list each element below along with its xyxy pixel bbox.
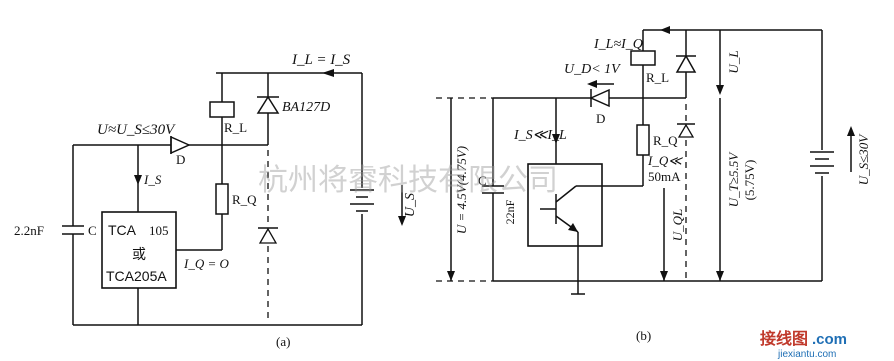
arrow-u-b [447, 271, 455, 281]
arrow-uql [660, 271, 668, 281]
logo-url: jiexiantu.com [777, 349, 836, 360]
resistor-rq-b [636, 124, 650, 156]
resistor-rq-a [215, 183, 229, 215]
label-is-il: I_S≪I_L [513, 128, 567, 143]
arrow-il-b [660, 26, 670, 34]
label-ud: U_D< 1V [564, 62, 621, 77]
caption-b: (b) [636, 328, 651, 343]
logo-suffix: .com [812, 331, 847, 348]
label-iq-a: I_Q = O [183, 256, 229, 271]
label-ut: U_T≥5.5V [726, 151, 741, 208]
ic-line1: TCA [108, 222, 137, 238]
label-c-b: C [478, 173, 487, 188]
ic-line2: TCA205A [106, 268, 167, 284]
label-d-b: D [596, 111, 605, 126]
label-us-a: U_S [403, 193, 418, 217]
transistor-symbol [540, 185, 602, 233]
watermark-text: 杭州将睿科技有限公司 [258, 163, 558, 198]
label-22nf: 22nF [503, 199, 517, 224]
diagram-b: I_L≈I_Q U_D< 1V R_L D U = 4.5V(4.75V) I_… [436, 26, 871, 343]
zener-b [677, 123, 695, 138]
label-u-b: U = 4.5V(4.75V) [454, 146, 469, 234]
label-d-a: D [176, 152, 185, 167]
label-c-a: C [88, 223, 97, 238]
diagram-a: I_L = I_S R_L BA127D U≈U_S≤30V D I_S R_Q… [14, 52, 418, 349]
arrow-is [134, 175, 142, 185]
arrow-il-a [322, 69, 334, 77]
diode-ba127d [256, 95, 280, 114]
label-iq-b: I_Q≪ [647, 153, 683, 168]
ic-or: 或 [132, 247, 146, 263]
ic-num: 105 [149, 223, 169, 238]
label-rl-b: R_L [646, 70, 669, 85]
label-rq-b: R_Q [653, 133, 678, 148]
site-logo: 接线图 .com jiexiantu.com [760, 329, 847, 360]
label-u-approx: U≈U_S≤30V [97, 122, 176, 138]
label-ut2: (5.75V) [742, 160, 757, 201]
diode-d-a [170, 135, 191, 155]
battery-b [810, 151, 834, 174]
label-rq-a: R_Q [232, 192, 257, 207]
arrow-ut [716, 271, 724, 281]
relay-coil-b [630, 50, 656, 66]
zener-a [258, 227, 278, 244]
arrow-us-a [398, 216, 406, 226]
label-ul: U_L [726, 50, 741, 73]
label-us-b: U_S≤30V [856, 133, 871, 186]
label-cap-a: 2.2nF [14, 223, 44, 238]
diode-across-relay-b [675, 54, 697, 73]
arrow-ul [716, 85, 724, 95]
diode-d-b [589, 88, 610, 108]
battery-a [350, 189, 374, 212]
logo-main: 接线图 [760, 329, 808, 348]
arrow-us-b [847, 126, 855, 136]
label-ba127d: BA127D [282, 100, 330, 115]
label-50ma: 50mA [648, 169, 681, 184]
label-uql: U_QL [670, 209, 685, 242]
label-il-is: I_L = I_S [291, 52, 351, 68]
relay-coil-a [209, 101, 235, 118]
label-rl-a: R_L [224, 120, 247, 135]
label-is: I_S [143, 172, 162, 187]
ic-transistor-b [527, 163, 603, 247]
arrow-is-b [552, 134, 560, 144]
caption-a: (a) [276, 334, 290, 349]
arrow-ud [587, 80, 597, 88]
label-il-iq: I_L≈I_Q [593, 37, 643, 52]
